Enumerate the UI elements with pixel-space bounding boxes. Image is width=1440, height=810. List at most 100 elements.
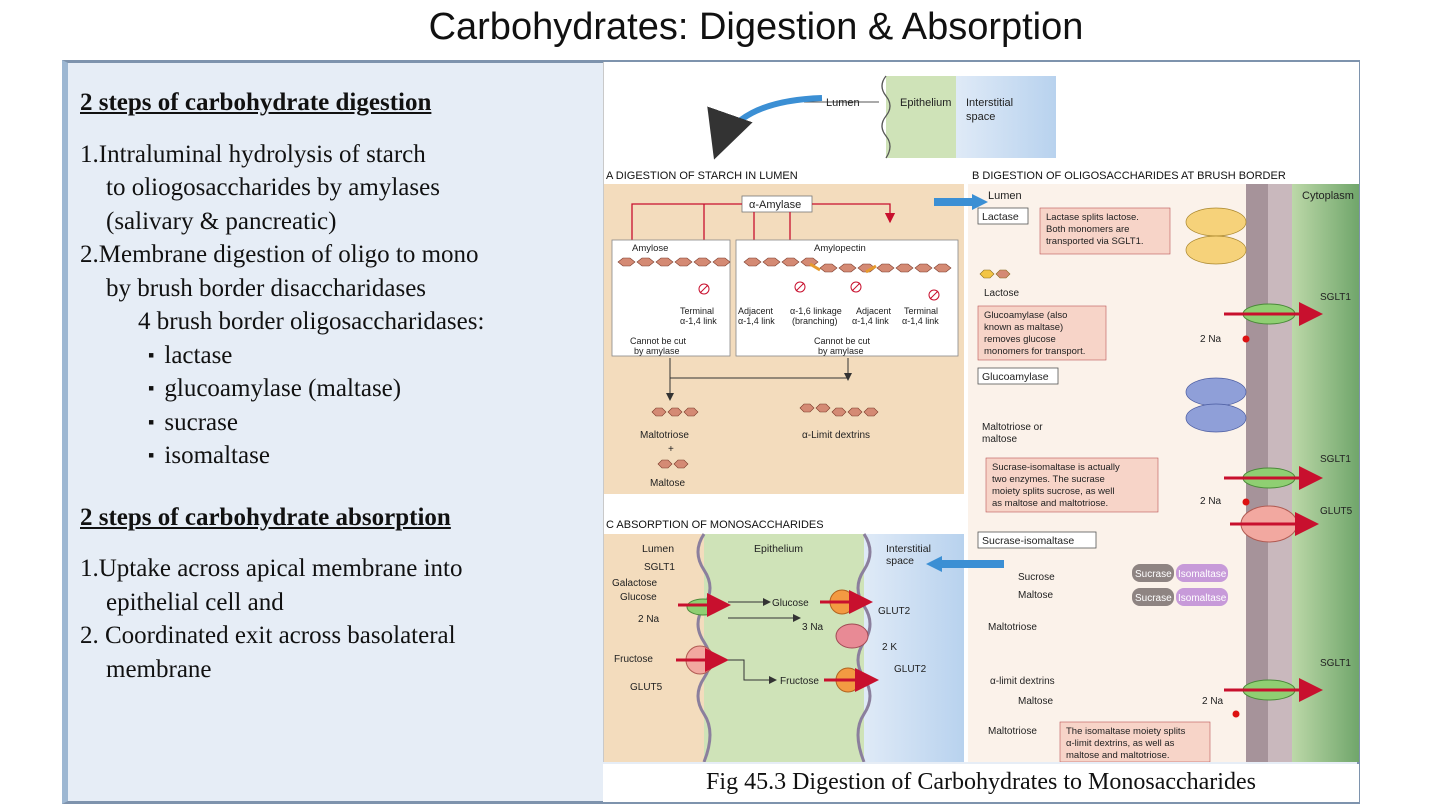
blue-curved-arrow	[707, 95, 823, 160]
lactase-label: Lactase	[982, 211, 1019, 223]
sodium-ion-2	[1242, 498, 1250, 506]
digestion-step-1-line-2: to oliogosaccharides by amylases	[106, 174, 440, 201]
glucoamylase-note-line-3: removes glucose	[984, 334, 1056, 345]
panel-c-sglt1-transporter	[686, 598, 720, 616]
sucrase-label-2: Sucrase	[1135, 593, 1172, 604]
amylose-chain	[617, 257, 731, 267]
maltotriose-label-b2: Maltotriose	[988, 726, 1037, 737]
alpha-amylase-label: α-Amylase	[749, 199, 801, 211]
panel-c-interstitial-label-1: Interstitial	[886, 543, 931, 555]
glut5-label-c: GLUT5	[630, 682, 663, 693]
lactase-enzyme	[1185, 207, 1247, 237]
sglt1-transporter-1	[1224, 302, 1323, 326]
digestion-step-2-line-2: by brush border disaccharidases	[106, 274, 427, 302]
enzyme-list-item: glucoamylase (maltase)	[80, 372, 610, 406]
figure-panel: Lumen Epithelium Interstitial space A DI…	[603, 62, 1359, 762]
maltose-label-b2: Maltose	[1018, 696, 1053, 707]
sglt1-label-1: SGLT1	[1320, 292, 1351, 303]
absorption-step-1-line-2: epithelial cell and	[106, 588, 284, 616]
absorption-heading: 2 steps of carbohydrate absorption	[80, 503, 451, 531]
sodium-label-2: 2 Na	[1200, 496, 1222, 507]
terminal-link-label-1: Terminal	[680, 306, 714, 316]
fructose-label-c: Fructose	[614, 654, 653, 665]
top-interstitial-label-1: Interstitial	[966, 97, 1013, 109]
isomaltase-subunit-1	[1176, 564, 1228, 582]
fructose-label-c2: Fructose	[780, 676, 819, 687]
enzyme-list-item: lactase	[80, 339, 610, 373]
branch-linkage-label-2: (branching)	[792, 316, 838, 326]
panel-c-epithelium-band	[704, 534, 864, 762]
two-potassium-label: 2 K	[882, 642, 897, 653]
limit-dextrin-molecule	[799, 403, 879, 417]
top-epithelium-label: Epithelium	[900, 97, 951, 109]
panel-b: B DIGESTION OF OLIGOSACCHARIDES AT BRUSH…	[934, 170, 1359, 762]
three-sodium-label: 3 Na	[802, 622, 824, 633]
maltose-label: Maltose	[650, 478, 685, 489]
cytoplasm-label: Cytoplasm	[1302, 190, 1354, 202]
blue-arrow-left	[926, 556, 942, 572]
digestion-step-1-line-1: 1.Intraluminal hydrolysis of starch	[80, 140, 426, 168]
panel-a: A DIGESTION OF STARCH IN LUMEN α-Amylase…	[604, 170, 964, 494]
maltotriose-or-label-1: Maltotriose or	[982, 422, 1043, 433]
left-text-block: 2 steps of carbohydrate digestion 1.Intr…	[80, 86, 610, 686]
enzyme-list-item: isomaltase	[80, 439, 610, 473]
sodium-ion-1	[1242, 335, 1250, 343]
isomaltase-note-line-2: α-limit dextrins, as well as	[1066, 738, 1175, 749]
isomaltase-label-1: Isomaltase	[1178, 569, 1227, 580]
glucoamylase-note-line-2: known as maltase)	[984, 322, 1063, 333]
panel-c-interstitial-label-2: space	[886, 555, 914, 567]
amylose-label: Amylose	[632, 243, 668, 254]
glucoamylase-note-line-4: monomers for transport.	[984, 346, 1085, 357]
panel-c-lumen-label: Lumen	[642, 543, 674, 555]
adjacent-link-label-1: Adjacent	[738, 306, 774, 316]
adjacent-link-label-2: α-1,4 link	[738, 316, 775, 326]
absorption-step-1-line-1: 1.Uptake across apical membrane into	[80, 555, 463, 582]
sucrase-note-line-1: Sucrase-isomaltase is actually	[992, 462, 1120, 473]
panel-c: C ABSORPTION OF MONOSACCHARIDES Lumen Ep…	[604, 498, 1004, 762]
cannot-cut-label-4: by amylase	[818, 346, 864, 356]
absorption-step-2-line-1: 2. Coordinated exit across basolateral	[80, 622, 456, 649]
blue-arrow-right	[972, 194, 988, 210]
top-interstitial-label-2: space	[966, 111, 995, 123]
sglt1-transporter-3	[1224, 678, 1323, 702]
panel-b-title: B DIGESTION OF OLIGOSACCHARIDES AT BRUSH…	[972, 170, 1286, 182]
isomaltase-subunit-2	[1176, 588, 1228, 606]
glut5-transporter-b	[1230, 505, 1319, 543]
sodium-potassium-pump	[835, 623, 869, 649]
isomaltase-label-2: Isomaltase	[1178, 593, 1227, 604]
glucose-label-c: Glucose	[620, 592, 657, 603]
sucrase-note-line-3: moiety splits sucrose, as well	[992, 486, 1114, 497]
glucose-label-c2: Glucose	[772, 598, 809, 609]
panel-c-epithelium-label: Epithelium	[754, 543, 803, 555]
sglt1-label-3: SGLT1	[1320, 658, 1351, 669]
panel-c-sglt1-label: SGLT1	[644, 562, 675, 573]
lactose-molecule	[979, 269, 1011, 279]
orientation-strip: Lumen Epithelium Interstitial space	[707, 75, 1056, 160]
panel-c-lumen-band	[604, 534, 704, 762]
top-lumen-label: Lumen	[826, 97, 860, 109]
isomaltase-note-line-1: The isomaltase moiety splits	[1066, 726, 1186, 737]
slide-title: Carbohydrates: Digestion & Absorption	[428, 6, 1084, 48]
sucrase-subunit-2	[1132, 588, 1174, 606]
adjacent-link-label-3: Adjacent	[856, 306, 892, 316]
limit-dextrins-label: α-Limit dextrins	[802, 430, 870, 441]
lactase-note-line-1: Lactase splits lactose.	[1046, 212, 1139, 223]
adjacent-link-label-4: α-1,4 link	[852, 316, 889, 326]
cannot-cut-label-3: Cannot be cut	[814, 336, 871, 346]
limit-dextrins-label-b: α-limit dextrins	[990, 676, 1055, 687]
glut2-label-1: GLUT2	[878, 606, 911, 617]
sucrase-note-line-4: as maltose and maltotriose.	[992, 498, 1108, 509]
glut2-label-2: GLUT2	[894, 664, 927, 675]
maltotriose-label: Maltotriose	[640, 430, 689, 441]
lactase-note-line-2: Both monomers are	[1046, 224, 1129, 235]
digestion-step-2-line-3: 4 brush border oligosaccharidases:	[138, 308, 485, 335]
interstitial-band	[956, 76, 1056, 158]
maltotriose-label-b: Maltotriose	[988, 622, 1037, 633]
cytoplasm-band	[1292, 184, 1359, 762]
glucoamylase-enzyme	[1185, 377, 1247, 407]
maltose-label-b: Maltose	[1018, 590, 1053, 601]
sucrase-label-1: Sucrase	[1135, 569, 1172, 580]
glucoamylase-note-line-1: Glucoamylase (also	[984, 310, 1067, 321]
panel-c-interstitial-band	[864, 534, 964, 762]
glucoamylase-label: Glucoamylase	[982, 371, 1049, 383]
